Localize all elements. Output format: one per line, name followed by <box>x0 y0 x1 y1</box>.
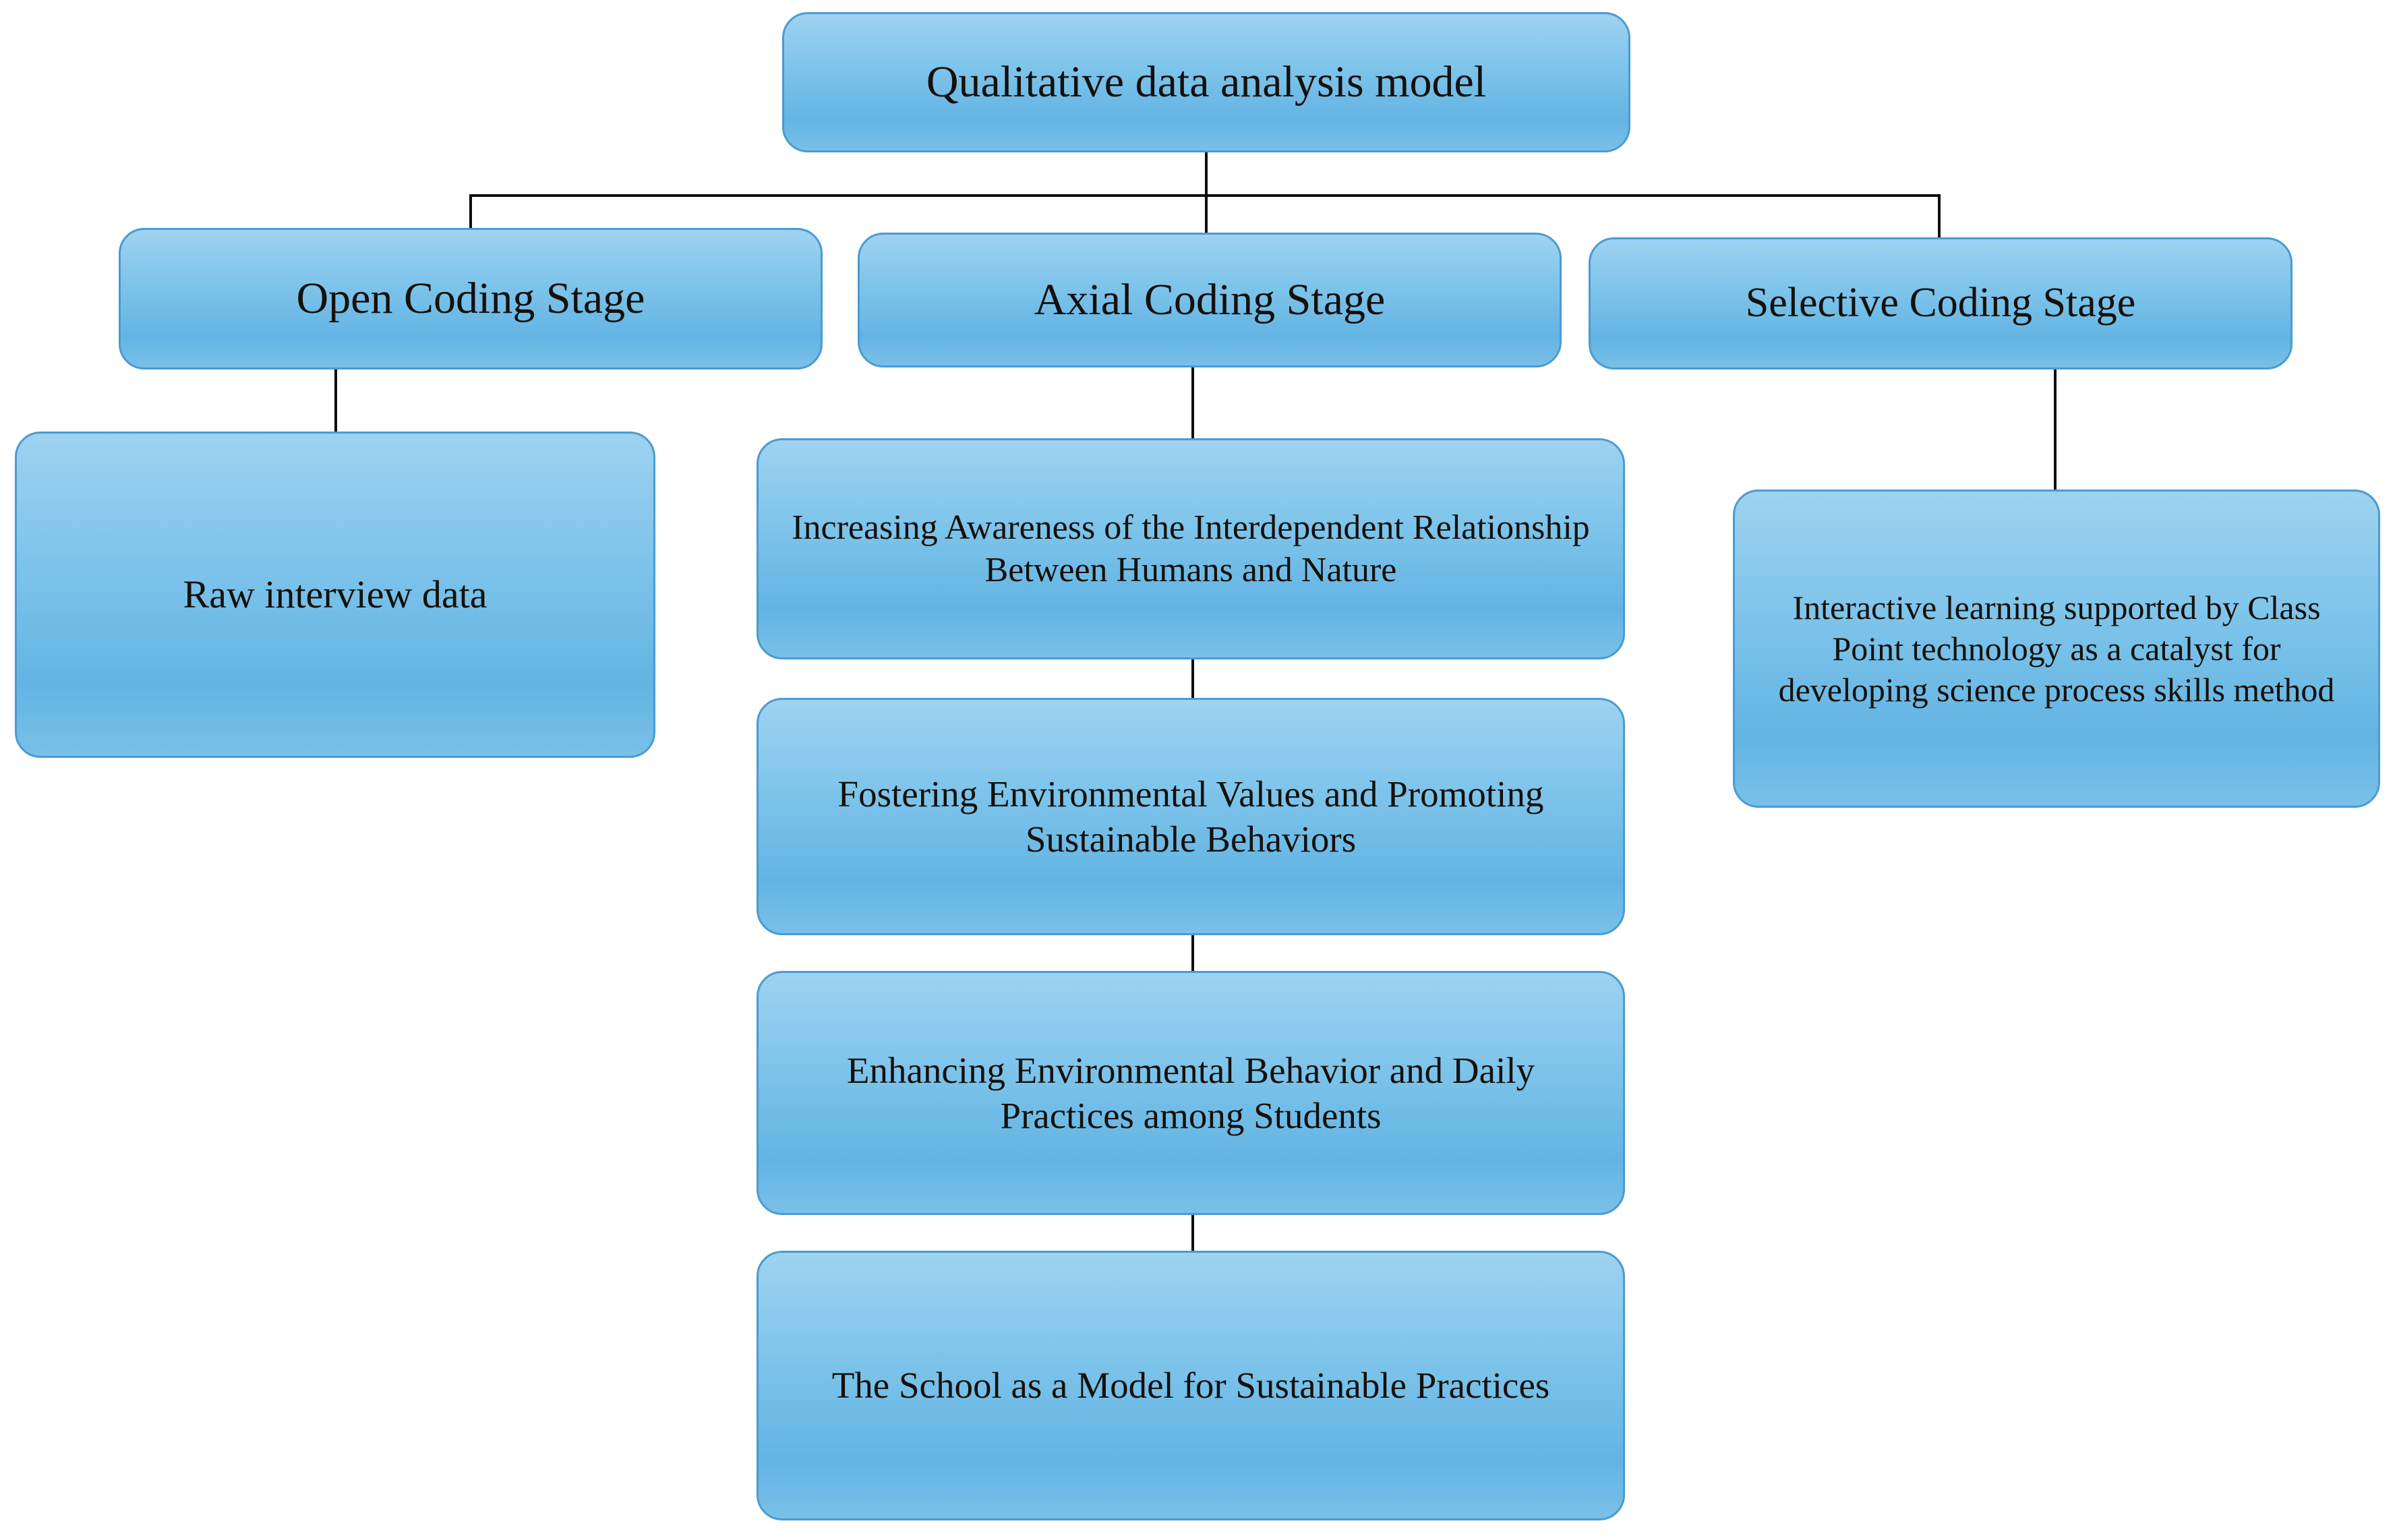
node-axial-child-behavior: Enhancing Environmental Behavior and Dai… <box>757 971 1625 1215</box>
connector-bus-to-selective <box>1938 194 1941 239</box>
node-selective-coding-stage: Selective Coding Stage <box>1589 237 2293 369</box>
node-raw-interview-data: Raw interview data <box>15 432 655 758</box>
node-open-label: Open Coding Stage <box>296 273 645 323</box>
connector-axial-child3-to-child4 <box>1191 1214 1194 1252</box>
node-selective-label: Selective Coding Stage <box>1745 280 2136 326</box>
node-axial-child-3-label: Enhancing Environmental Behavior and Dai… <box>846 1049 1535 1136</box>
node-raw-label: Raw interview data <box>183 572 487 616</box>
connector-bus-to-open <box>469 194 472 229</box>
node-qualitative-data-analysis-model: Qualitative data analysis model <box>782 12 1630 152</box>
connector-bus-to-axial <box>1205 194 1208 234</box>
connector-root-down <box>1205 152 1208 196</box>
connector-axial-child2-to-child3 <box>1191 934 1194 972</box>
node-axial-label: Axial Coding Stage <box>1034 274 1386 324</box>
node-axial-child-1-label: Increasing Awareness of the Interdepende… <box>792 508 1590 589</box>
node-axial-child-4-label: The School as a Model for Sustainable Pr… <box>831 1365 1550 1406</box>
node-root-label: Qualitative data analysis model <box>926 57 1487 107</box>
node-axial-child-school-model: The School as a Model for Sustainable Pr… <box>757 1251 1625 1520</box>
connector-axial-to-child1 <box>1191 367 1194 440</box>
node-selective-child-interactive-learning: Interactive learning supported by Class … <box>1733 490 2380 808</box>
connector-open-to-raw <box>334 369 337 433</box>
connector-selective-to-child1 <box>2054 369 2057 491</box>
node-axial-child-values: Fostering Environmental Values and Promo… <box>757 698 1625 935</box>
node-open-coding-stage: Open Coding Stage <box>119 228 823 369</box>
node-axial-child-2-label: Fostering Environmental Values and Promo… <box>837 773 1544 860</box>
node-selective-child-1-label: Interactive learning supported by Class … <box>1778 588 2335 709</box>
connector-horizontal-bus <box>469 194 1939 197</box>
node-axial-coding-stage: Axial Coding Stage <box>858 233 1562 367</box>
node-axial-child-awareness: Increasing Awareness of the Interdepende… <box>757 438 1625 659</box>
connector-axial-child1-to-child2 <box>1191 658 1194 699</box>
